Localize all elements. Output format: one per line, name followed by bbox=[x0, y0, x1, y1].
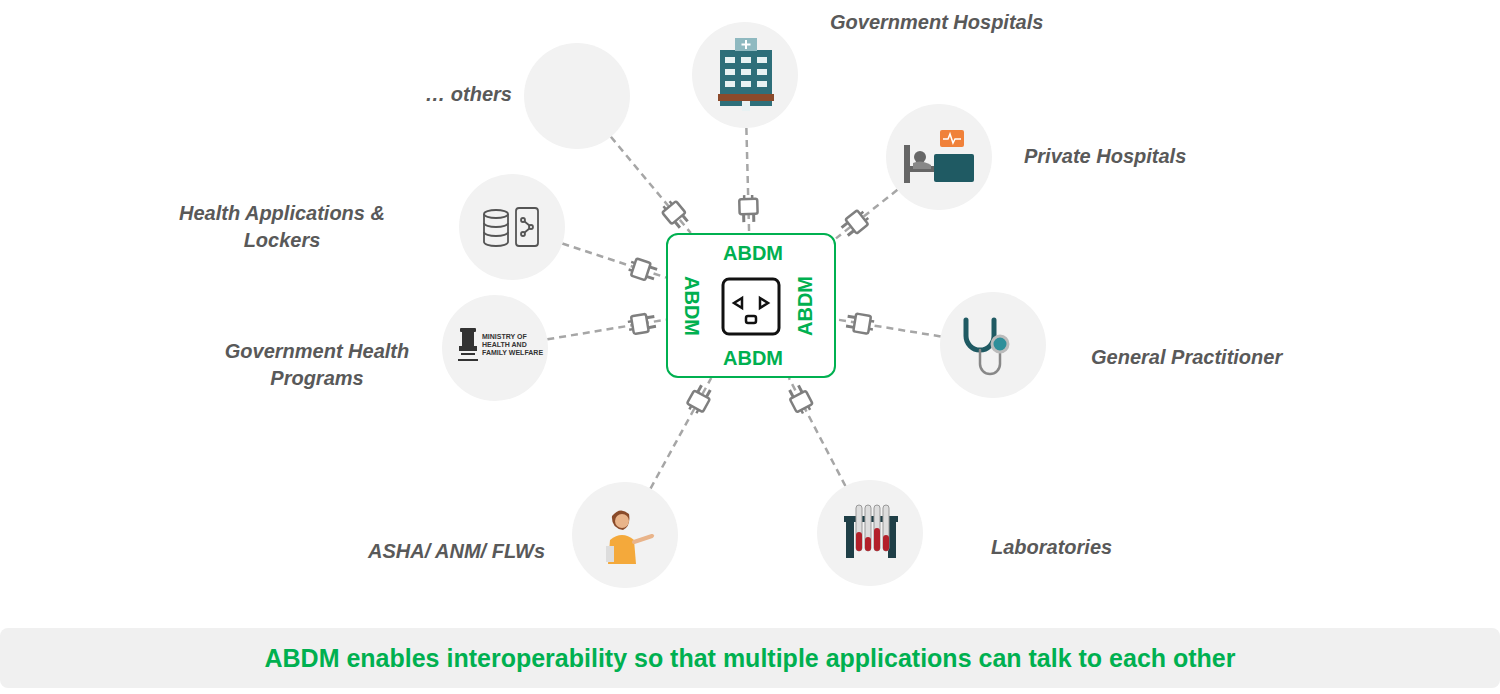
socket-icon bbox=[723, 279, 779, 334]
node-label: ASHA/ ANM/ FLWs bbox=[290, 538, 545, 565]
caption: ABDM enables interoperability so that mu… bbox=[0, 628, 1500, 688]
general-practitioner-circle: General Practitioner bbox=[940, 292, 1046, 398]
hub-label: ABDM bbox=[723, 347, 783, 369]
health-apps-circle: Health Applications & Lockers bbox=[459, 174, 565, 280]
circle-grounds bbox=[442, 22, 1046, 588]
plug-connector bbox=[836, 190, 897, 239]
government-hospitals-circle: Government Hospitals bbox=[692, 22, 798, 128]
private-hospitals-circle: Private Hospitals bbox=[886, 104, 992, 210]
emblem-icon bbox=[458, 328, 478, 361]
database-phone-icon bbox=[484, 208, 538, 246]
node-label: Laboratories bbox=[991, 534, 1191, 561]
health-worker-icon bbox=[606, 510, 652, 564]
hospital-icon bbox=[718, 38, 774, 111]
plug-connector bbox=[547, 313, 666, 340]
node-label: Government Hospitals bbox=[830, 9, 1090, 36]
plug-connector bbox=[562, 244, 666, 283]
node-label: … others bbox=[300, 81, 512, 108]
logo-text: MINISTRY OF HEALTH AND FAMILY WELFARE bbox=[482, 333, 544, 357]
node-label: General Practitioner bbox=[1091, 344, 1351, 371]
node-label: Health Applications & Lockers bbox=[166, 200, 398, 254]
hub-label: ABDM bbox=[681, 276, 703, 336]
node-label: Government Health Programs bbox=[210, 338, 424, 392]
plug-connector bbox=[786, 378, 845, 486]
node-label: Private Hospitals bbox=[1024, 143, 1244, 170]
bed-icon bbox=[904, 130, 974, 183]
plug-connector bbox=[836, 312, 941, 336]
stethoscope-icon bbox=[966, 320, 1008, 374]
others-circle: … others bbox=[524, 43, 630, 149]
hub-label: ABDM bbox=[723, 242, 783, 264]
hub-label: ABDM bbox=[794, 276, 816, 336]
plug-connector bbox=[739, 128, 758, 233]
test-tubes-icon bbox=[844, 505, 898, 558]
laboratories-circle: Laboratories bbox=[817, 480, 923, 586]
asha-circle: ASHA/ ANM/ FLWs bbox=[572, 482, 678, 588]
hub-ground bbox=[667, 234, 835, 377]
plug-connector bbox=[611, 137, 691, 233]
government-programs-circle: Government Health ProgramsMINISTRY OF HE… bbox=[442, 295, 548, 401]
abdm-hub-box: ABDM ABDM ABDM ABDM bbox=[666, 233, 836, 378]
plug-connector bbox=[651, 378, 714, 489]
